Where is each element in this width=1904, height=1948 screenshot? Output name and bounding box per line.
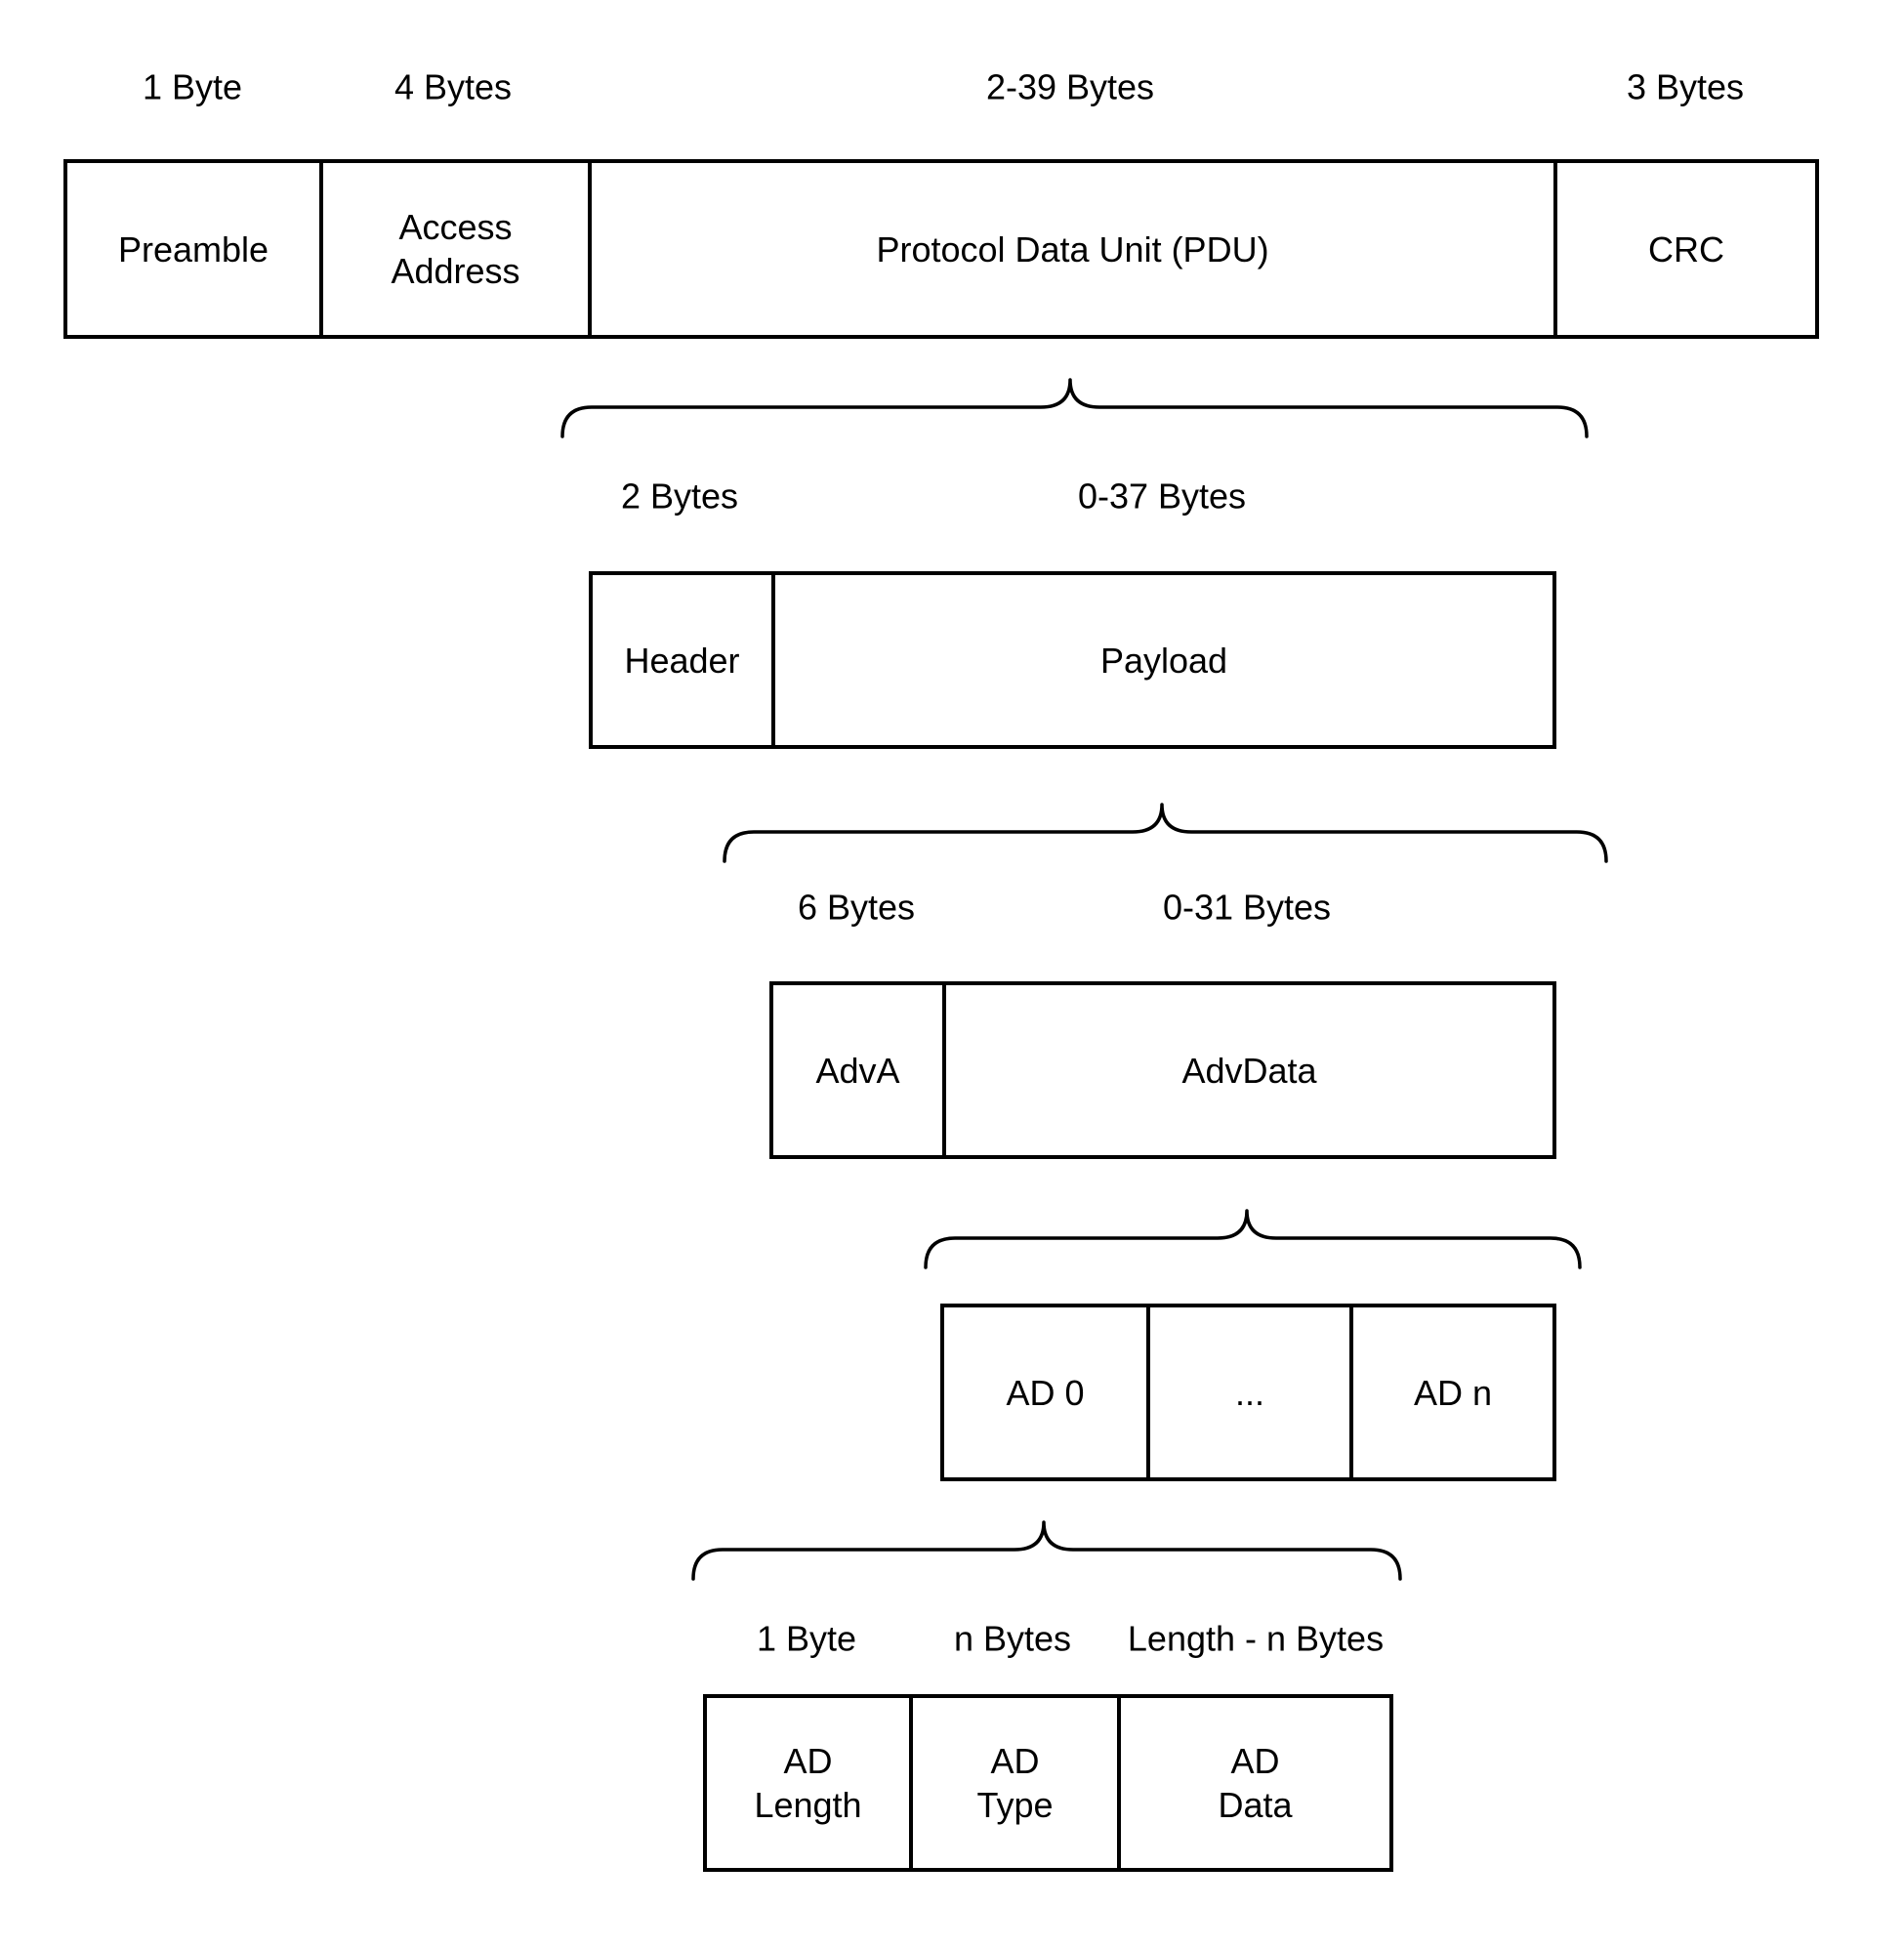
size-label-ad-length: 1 Byte	[756, 1618, 857, 1659]
size-label-preamble: 1 Byte	[142, 66, 243, 107]
field-adn: AD n	[1353, 1307, 1552, 1477]
field-access-address: Access Address	[323, 163, 592, 335]
ad-structure-row: AD Length AD Type AD Data	[703, 1694, 1393, 1872]
advdata-structures-row: AD 0 ... AD n	[940, 1304, 1556, 1481]
brace-payload-expansion	[723, 803, 1608, 863]
field-ad-data: AD Data	[1121, 1698, 1389, 1868]
field-ad-data-label: AD Data	[1218, 1741, 1293, 1825]
pdu-row: Header Payload	[589, 571, 1556, 749]
field-ad-length-label: AD Length	[754, 1741, 862, 1825]
field-ellipsis: ...	[1150, 1307, 1353, 1477]
field-ad-type: AD Type	[913, 1698, 1121, 1868]
size-label-ad-type: n Bytes	[953, 1618, 1072, 1659]
field-preamble: Preamble	[67, 163, 323, 335]
field-ellipsis-label: ...	[1234, 1372, 1264, 1413]
field-advdata: AdvData	[946, 985, 1552, 1155]
payload-row: AdvA AdvData	[769, 981, 1556, 1159]
field-advdata-label: AdvData	[1181, 1050, 1317, 1091]
field-adn-label: AD n	[1413, 1372, 1493, 1413]
size-label-advdata: 0-31 Bytes	[1162, 887, 1332, 928]
brace-advdata-expansion	[924, 1209, 1582, 1269]
size-label-pdu: 2-39 Bytes	[985, 66, 1155, 107]
field-pdu: Protocol Data Unit (PDU)	[592, 163, 1557, 335]
field-ad-length: AD Length	[707, 1698, 913, 1868]
field-ad0: AD 0	[944, 1307, 1150, 1477]
size-label-payload: 0-37 Bytes	[1077, 476, 1247, 517]
field-adva-label: AdvA	[815, 1050, 900, 1091]
field-access-address-label: Access Address	[391, 207, 520, 291]
field-header: Header	[593, 575, 775, 745]
field-ad-type-label: AD Type	[976, 1741, 1054, 1825]
field-header-label: Header	[624, 640, 740, 681]
size-label-adva: 6 Bytes	[797, 887, 916, 928]
field-pdu-label: Protocol Data Unit (PDU)	[876, 228, 1269, 269]
packet-row: Preamble Access Address Protocol Data Un…	[63, 159, 1819, 339]
brace-ad0-expansion	[691, 1520, 1402, 1581]
size-label-ad-data: Length - n Bytes	[1127, 1618, 1385, 1659]
size-label-header: 2 Bytes	[620, 476, 739, 517]
brace-pdu-expansion	[560, 378, 1589, 438]
size-label-crc: 3 Bytes	[1626, 66, 1745, 107]
field-payload: Payload	[775, 575, 1552, 745]
field-preamble-label: Preamble	[117, 228, 269, 269]
field-ad0-label: AD 0	[1006, 1372, 1085, 1413]
field-crc-label: CRC	[1648, 228, 1724, 269]
field-payload-label: Payload	[1099, 640, 1228, 681]
field-crc: CRC	[1557, 163, 1815, 335]
size-label-access-address: 4 Bytes	[393, 66, 513, 107]
field-adva: AdvA	[773, 985, 946, 1155]
